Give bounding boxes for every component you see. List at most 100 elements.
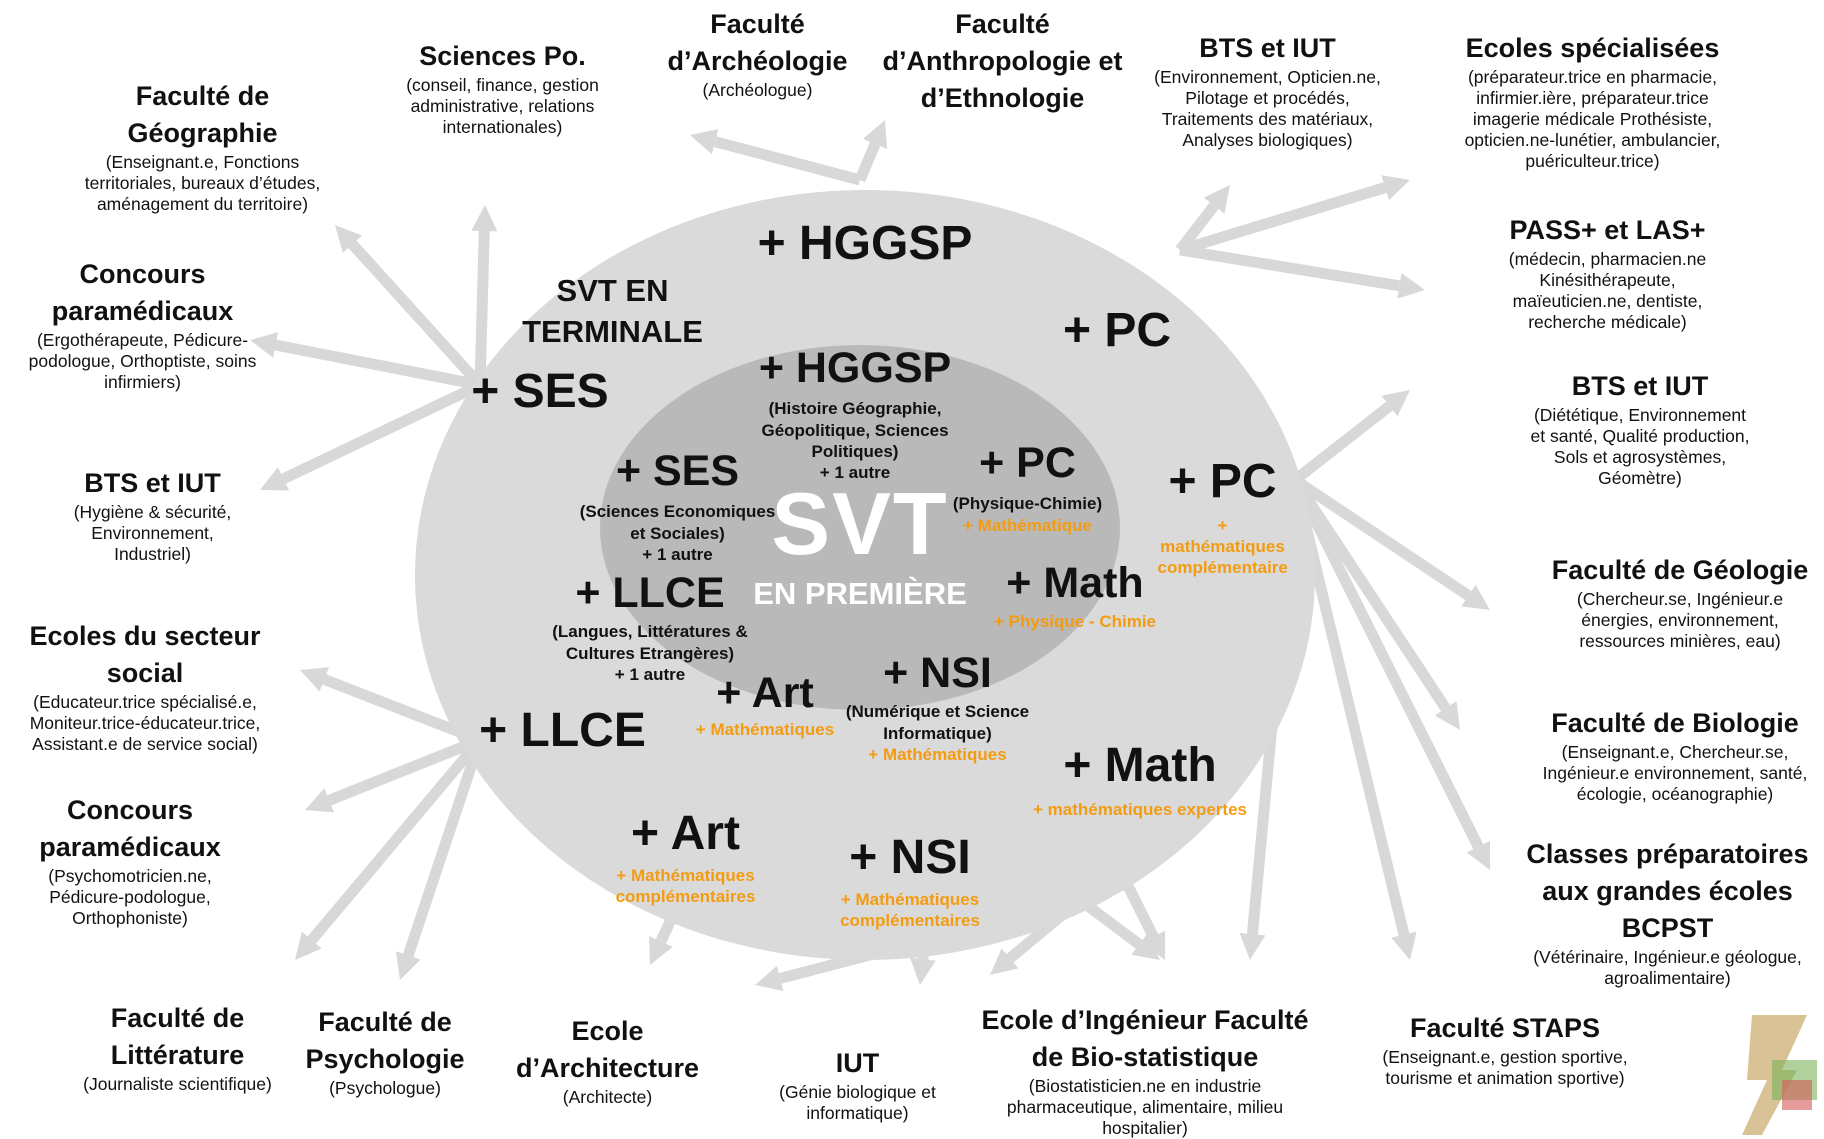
premiere-option-math: + Math + Physique - Chimie [965, 559, 1185, 633]
option-extra: + 1 autre [642, 544, 713, 564]
arrow-20 [1179, 244, 1425, 299]
destination-desc: (préparateur.trice en pharmacie, infirmi… [1464, 67, 1721, 171]
option-orange: + Mathématiques [695, 720, 835, 740]
destination-title: Ecoles spécialisées [1465, 33, 1720, 63]
option-title: + LLCE [575, 569, 725, 617]
destination-anthropologie: Faculté d’Anthropologie et d’Ethnologie [870, 6, 1135, 117]
arrow-8 [471, 205, 498, 386]
option-title: + Art [716, 669, 814, 717]
destination-title: Faculté de Littérature [110, 1003, 245, 1070]
option-desc: (Numérique et Science Informatique) [845, 702, 1030, 743]
destination-desc: (Enseignant.e, gestion sportive, tourism… [1382, 1047, 1628, 1088]
premiere-option-hggsp: + HGGSP (Histoire Géographie, Géopolitiq… [740, 344, 970, 483]
terminale-option-hggsp: + HGGSP [735, 217, 995, 271]
destination-bcpst: Classes préparatoires aux grandes écoles… [1515, 836, 1820, 989]
destination-title: Ecole d’Ingénieur Faculté de Bio-statist… [981, 1005, 1309, 1072]
option-title: + SES [615, 447, 740, 495]
option-orange: + Mathématiques complémentaires [615, 865, 756, 907]
destination-desc: (Hygiène & sécurité, Environnement, Indu… [73, 502, 232, 564]
premiere-option-nsi: + NSI (Numérique et Science Informatique… [830, 649, 1045, 765]
option-orange: + Mathématique [963, 515, 1092, 535]
destination-title: Faculté de Psychologie [305, 1007, 465, 1074]
arrow-17 [854, 120, 887, 183]
option-title: + NSI [883, 649, 992, 697]
center-subtitle: EN PREMIÈRE [753, 576, 967, 611]
option-orange: + mathématiques expertes [1032, 799, 1247, 819]
destination-biologie: Faculté de Biologie (Enseignant.e, Cherc… [1530, 705, 1820, 805]
destination-desc: (conseil, finance, gestion administrativ… [406, 75, 599, 137]
destination-title: Faculté de Géographie [127, 81, 278, 148]
destination-title: Faculté d’Anthropologie et d’Ethnologie [882, 9, 1123, 113]
premiere-ellipse [600, 345, 1120, 710]
destination-title: Faculté de Géologie [1551, 555, 1809, 585]
destination-desc: (Vétérinaire, Ingénieur.e géologue, agro… [1533, 947, 1802, 988]
destination-bts-iut-2: BTS et IUT (Diététique, Environnement et… [1525, 368, 1755, 489]
destination-pass-las: PASS+ et LAS+ (médecin, pharmacien.ne Ki… [1490, 212, 1725, 333]
destination-title: Ecole d’Architecture [515, 1016, 700, 1083]
arrow-14 [295, 736, 485, 960]
destination-staps: Faculté STAPS (Enseignant.e, gestion spo… [1365, 1010, 1645, 1089]
terminale-option-llce: + LLCE [470, 704, 655, 758]
arrow-9 [335, 225, 485, 389]
destination-iut: IUT (Génie biologique et informatique) [760, 1045, 955, 1124]
destination-desc: (Archéologue) [702, 80, 813, 100]
destination-title: BTS et IUT [1199, 33, 1336, 63]
destination-bts-iut-1: BTS et IUT (Environnement, Opticien.ne, … [1140, 30, 1395, 151]
destination-desc: (Journaliste scientifique) [83, 1074, 272, 1094]
arrow-13 [305, 734, 483, 813]
destination-desc: (Enseignant.e, Fonctions territoriales, … [84, 152, 321, 214]
destination-title: IUT [835, 1048, 880, 1078]
option-title: + PC [979, 439, 1076, 487]
destination-desc: (Biostatisticien.ne en industrie pharmac… [1006, 1076, 1284, 1138]
premiere-option-llce: + LLCE (Langues, Littératures & Cultures… [550, 569, 750, 685]
arrow-22 [1291, 475, 1490, 610]
option-desc: (Physique-Chimie) [952, 494, 1103, 514]
premiere-option-ses: + SES (Sciences Economiques et Sociales)… [570, 447, 785, 565]
option-desc: (Sciences Economiques et Sociales) [579, 502, 776, 543]
destination-ecoles-specialisees: Ecoles spécialisées (préparateur.trice e… [1445, 30, 1740, 172]
option-title: + PC [1168, 455, 1277, 508]
destination-concours-2: Concours paramédicaux (Psychomotricien.n… [30, 792, 230, 929]
destination-architecture: Ecole d’Architecture (Architecte) [510, 1013, 705, 1108]
arrow-15 [395, 738, 486, 980]
option-title: + Math [1063, 739, 1217, 792]
option-title: + HGGSP [757, 217, 973, 270]
terminale-label: SVT EN TERMINALE [522, 273, 703, 349]
terminale-option-ses: + SES [470, 365, 610, 419]
arrow-21 [1291, 390, 1410, 485]
destination-desc: (Environnement, Opticien.ne, Pilotage et… [1154, 67, 1381, 150]
destination-psychologie: Faculté de Psychologie (Psychologue) [305, 1004, 465, 1099]
option-orange: + Physique - Chimie [993, 612, 1156, 632]
terminale-option-pc: + PC [1052, 304, 1182, 358]
option-title: + Art [631, 807, 740, 860]
destination-archeologie: Faculté d’Archéologie (Archéologue) [655, 6, 860, 101]
option-orange: + mathématiques complémentaire [1157, 515, 1288, 578]
destination-geographie: Faculté de Géographie (Enseignant.e, Fon… [70, 78, 335, 215]
arrow-11 [260, 380, 483, 491]
destination-desc: (Diététique, Environnement et santé, Qua… [1530, 405, 1750, 488]
terminale-option-pc-math: + PC + mathématiques complémentaire [1135, 455, 1310, 579]
premiere-option-pc: + PC (Physique-Chimie) + Mathématique [940, 439, 1115, 536]
destination-desc: (Psychomotricien.ne, Pédicure-podologue,… [48, 866, 212, 928]
destination-desc: (Génie biologique et informatique) [779, 1082, 936, 1123]
destination-title: Faculté d’Archéologie [667, 9, 848, 76]
destination-ingenieur: Ecole d’Ingénieur Faculté de Bio-statist… [975, 1002, 1315, 1139]
arrow-10 [250, 332, 482, 391]
destination-desc: (Ergothérapeute, Pédicure-podologue, Ort… [28, 330, 257, 392]
destination-litterature: Faculté de Littérature (Journaliste scie… [70, 1000, 285, 1095]
destination-desc: (médecin, pharmacien.ne Kinésithérapeute… [1508, 249, 1707, 332]
arrow-24 [1290, 477, 1490, 870]
destination-desc: (Chercheur.se, Ingénieur.e énergies, env… [1576, 589, 1784, 651]
option-extra: + 1 autre [819, 463, 891, 483]
option-title: + HGGSP [758, 344, 952, 392]
destination-concours-1: Concours paramédicaux (Ergothérapeute, P… [10, 256, 275, 393]
center-title: SVT [771, 474, 949, 573]
option-orange: + Mathématiques [868, 744, 1007, 764]
destination-desc: (Educateur.trice spécialisé.e, Moniteur.… [29, 692, 261, 754]
destination-desc: (Architecte) [562, 1087, 653, 1107]
arrow-16 [690, 129, 862, 186]
destination-title: BTS et IUT [1571, 371, 1709, 401]
destination-title: BTS et IUT [84, 468, 221, 498]
destination-bts-iut-3: BTS et IUT (Hygiène & sécurité, Environn… [55, 465, 250, 565]
destination-desc: (Psychologue) [329, 1078, 441, 1098]
